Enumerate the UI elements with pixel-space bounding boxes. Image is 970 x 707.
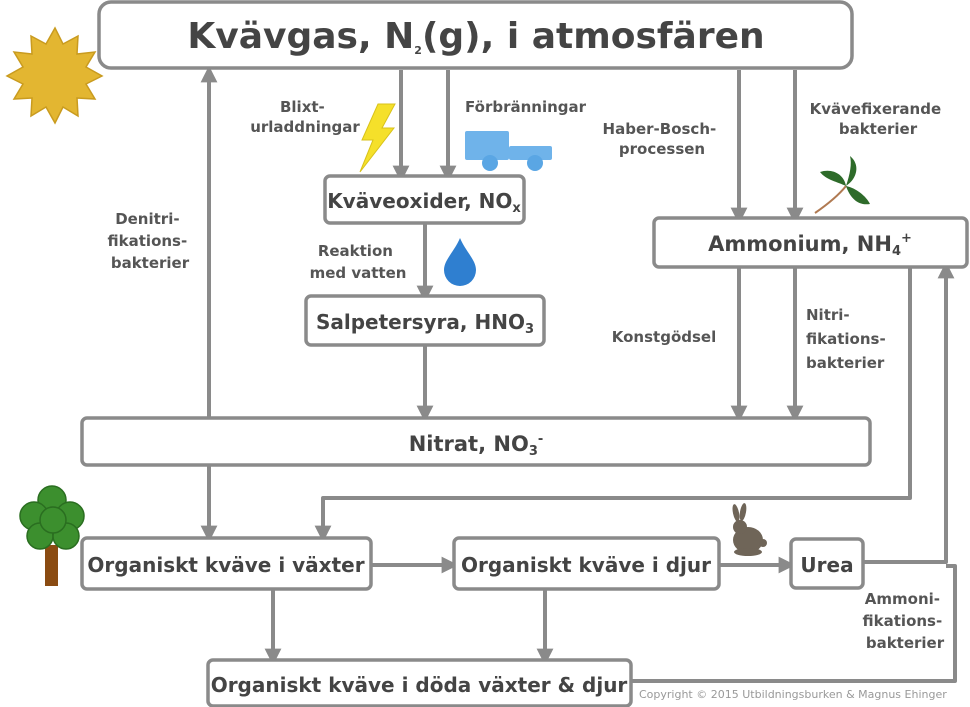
leaf-icon [814, 156, 870, 214]
node-hno3-text: Salpetersyra, HNO [316, 310, 525, 334]
label-denitrification: Denitri- fikations- bakterier [108, 210, 193, 272]
node-urea-text: Urea [800, 553, 853, 577]
water-drop-icon [444, 238, 476, 286]
node-plants: Organiskt kväve i växter [80, 536, 373, 591]
svg-text:Kvävgas, N2(g), i atmosfären: Kvävgas, N2(g), i atmosfären [187, 16, 764, 57]
svg-text:Nitrat, NO3-: Nitrat, NO3- [409, 432, 544, 459]
rabbit-icon [732, 503, 767, 556]
node-urea: Urea [789, 537, 865, 590]
edge-dead-to-ammonium [631, 564, 957, 683]
edge-ammonium-to-plants [314, 268, 912, 543]
edges [200, 65, 957, 683]
node-nox: Kväveoxider, NOx [323, 174, 526, 225]
node-dead-text: Organiskt kväve i döda växter & djur [211, 673, 628, 697]
node-animals: Organiskt kväve i djur [452, 536, 721, 591]
node-nitrate-text: Nitrat, NO [409, 432, 529, 456]
label-lightning: Blixt- urladdningar [250, 98, 360, 136]
sun-icon [5, 26, 104, 125]
node-atmosphere: Kvävgas, N2(g), i atmosfären [97, 0, 854, 70]
label-reaction: Reaktion med vatten [310, 242, 407, 282]
copyright-text: Copyright © 2015 Utbildningsburken & Mag… [639, 688, 947, 701]
label-combustion: Förbränningar [465, 98, 587, 116]
label-fertilizer: Konstgödsel [612, 328, 716, 346]
tree-icon [19, 485, 85, 586]
node-hno3: Salpetersyra, HNO3 [304, 294, 546, 347]
node-animals-text: Organiskt kväve i djur [461, 553, 711, 577]
node-nox-text: Kväveoxider, NO [327, 189, 512, 213]
node-plants-text: Organiskt kväve i växter [87, 553, 364, 577]
node-ammonium: Ammonium, NH4+ [652, 216, 969, 269]
label-haber: Haber-Bosch- processen [603, 120, 722, 158]
label-nitrogen-fixing: Kvävefixerande bakterier [810, 100, 947, 138]
node-nitrate: Nitrat, NO3- [80, 416, 872, 467]
label-nitrification: Nitri- fikations- bakterier [806, 306, 891, 372]
node-dead: Organiskt kväve i döda växter & djur [206, 658, 633, 707]
label-ammonification: Ammoni- fikations- bakterier [863, 590, 948, 652]
svg-text:Ammonium, NH4+: Ammonium, NH4+ [708, 231, 912, 259]
truck-icon [465, 131, 552, 171]
svg-text:Salpetersyra, HNO3: Salpetersyra, HNO3 [316, 310, 534, 337]
lightning-icon [359, 103, 396, 173]
node-ammonium-text: Ammonium, NH [708, 232, 892, 256]
node-atmosphere-text: Kvävgas, N [187, 16, 414, 57]
edge-urea-to-ammonium [863, 261, 955, 564]
svg-text:Kväveoxider, NOx: Kväveoxider, NOx [327, 189, 521, 216]
